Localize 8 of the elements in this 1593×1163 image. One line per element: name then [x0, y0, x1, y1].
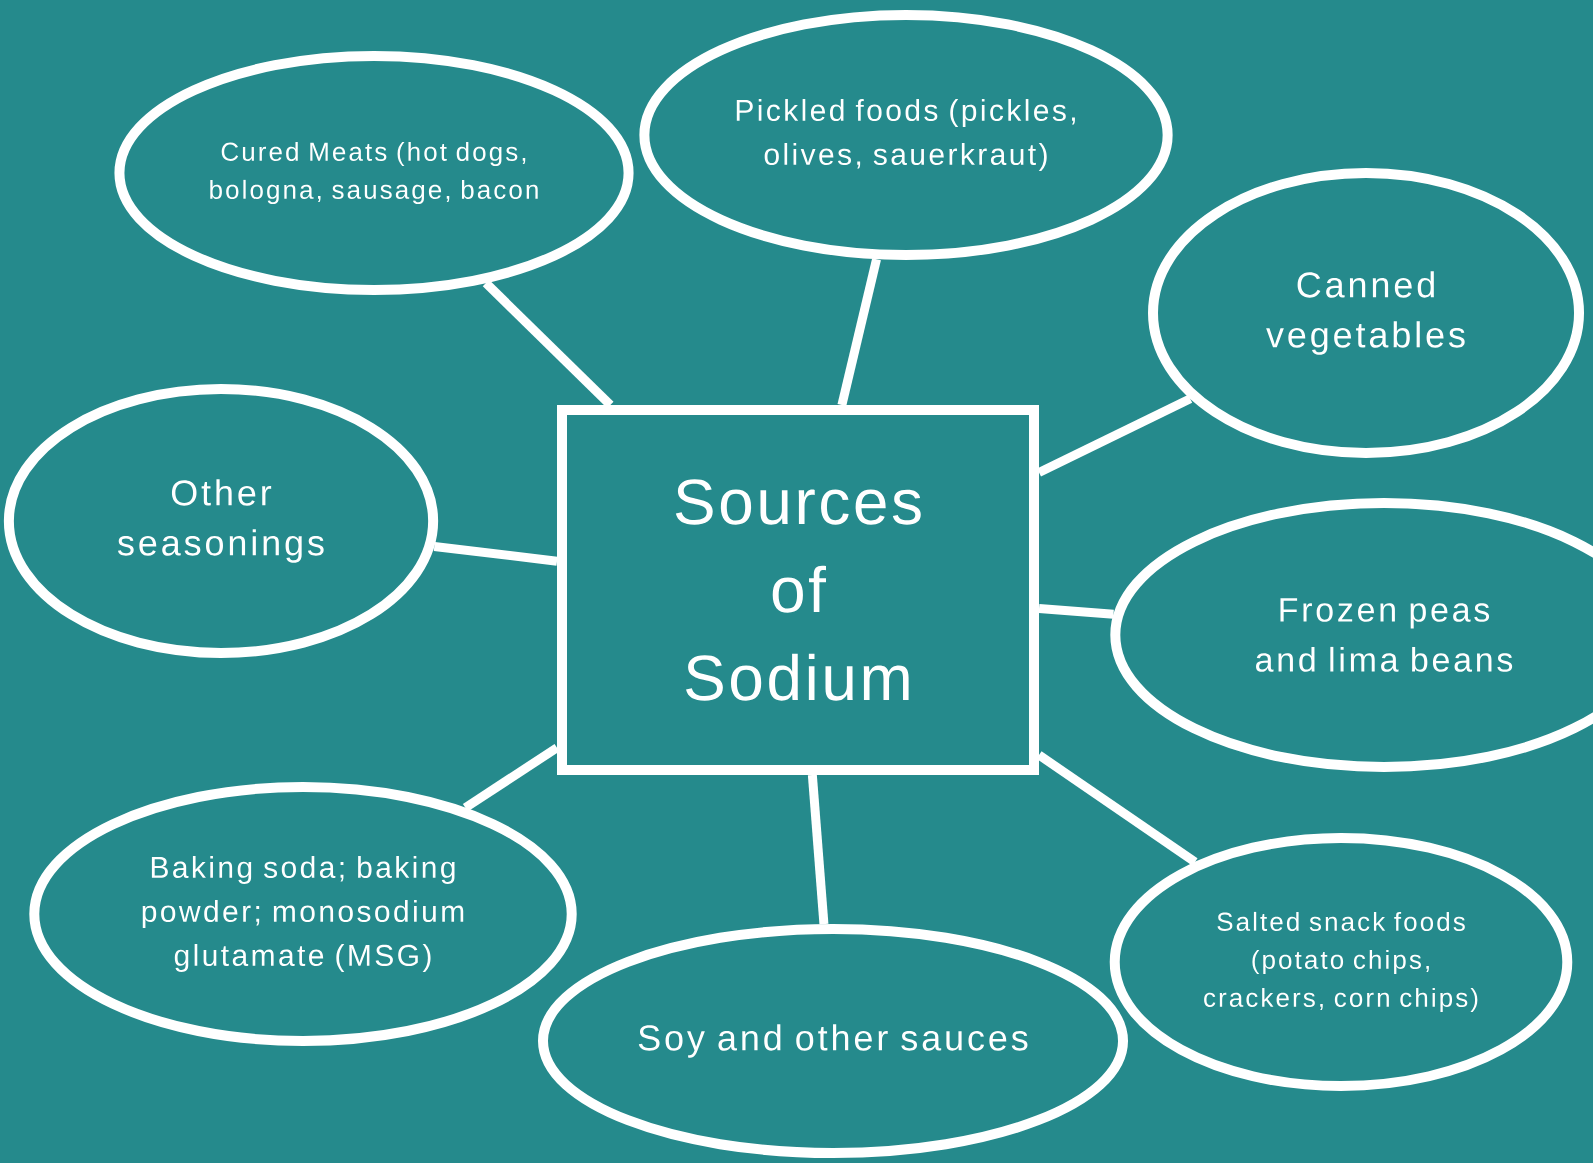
connector-line — [433, 542, 558, 566]
connector-line — [807, 774, 829, 925]
connector-line — [1038, 603, 1114, 619]
connector-line — [462, 743, 560, 812]
connector-line — [837, 258, 881, 407]
connector-line — [1036, 751, 1198, 866]
connector-line — [1037, 394, 1193, 477]
title-box: Sources of Sodium — [557, 405, 1039, 775]
